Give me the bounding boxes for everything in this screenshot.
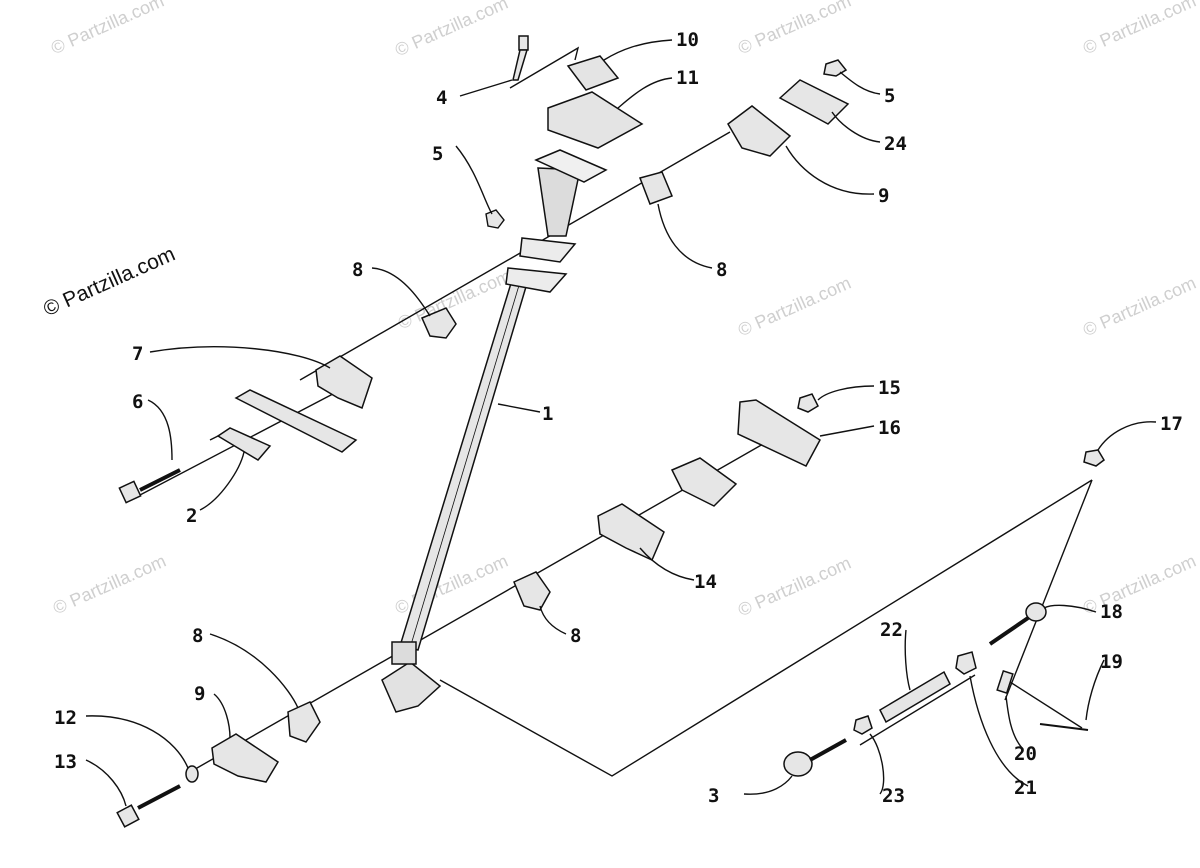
callout-1: 1	[542, 403, 553, 425]
callout-20: 20	[1014, 743, 1037, 765]
callout-15: 15	[878, 377, 901, 399]
nut	[485, 209, 505, 229]
callout-3: 3	[708, 785, 719, 807]
callout-5: 5	[432, 143, 443, 165]
callout-4: 4	[436, 87, 447, 109]
callout-10: 10	[676, 29, 699, 51]
axis-line	[299, 131, 731, 381]
callout-22: 22	[880, 619, 903, 641]
callout-8: 8	[570, 625, 581, 647]
leader-lines	[85, 39, 1157, 807]
callout-8: 8	[352, 259, 363, 281]
axis-line	[439, 479, 1093, 777]
callout-2: 2	[186, 505, 197, 527]
callout-14: 14	[694, 571, 717, 593]
callout-11: 11	[676, 67, 699, 89]
axis-line	[859, 674, 976, 746]
callout-13: 13	[54, 751, 77, 773]
callout-17: 17	[1160, 413, 1183, 435]
axis-line	[189, 439, 771, 773]
callout-9: 9	[878, 185, 889, 207]
upper-clamp	[547, 55, 644, 149]
left-bracket-set	[118, 307, 457, 504]
callout-9: 9	[194, 683, 205, 705]
callout-16: 16	[878, 417, 901, 439]
callout-21: 21	[1014, 777, 1037, 799]
callout-8: 8	[192, 625, 203, 647]
axis-line	[509, 46, 580, 89]
callout-6: 6	[132, 391, 143, 413]
axis-line	[1009, 681, 1083, 729]
callout-24: 24	[884, 133, 907, 155]
bottom-bracket-set	[116, 701, 321, 828]
bolt	[512, 35, 529, 81]
callout-7: 7	[132, 343, 143, 365]
callout-18: 18	[1100, 601, 1123, 623]
lower-bracket-set	[513, 393, 821, 611]
callout-23: 23	[882, 785, 905, 807]
callout-19: 19	[1100, 651, 1123, 673]
callout-5: 5	[884, 85, 895, 107]
axis-line	[1004, 479, 1093, 701]
callout-12: 12	[54, 707, 77, 729]
tie-rod-assembly	[783, 449, 1105, 777]
callout-8: 8	[716, 259, 727, 281]
steering-post	[381, 149, 608, 713]
plate-and-clamp	[639, 59, 850, 205]
